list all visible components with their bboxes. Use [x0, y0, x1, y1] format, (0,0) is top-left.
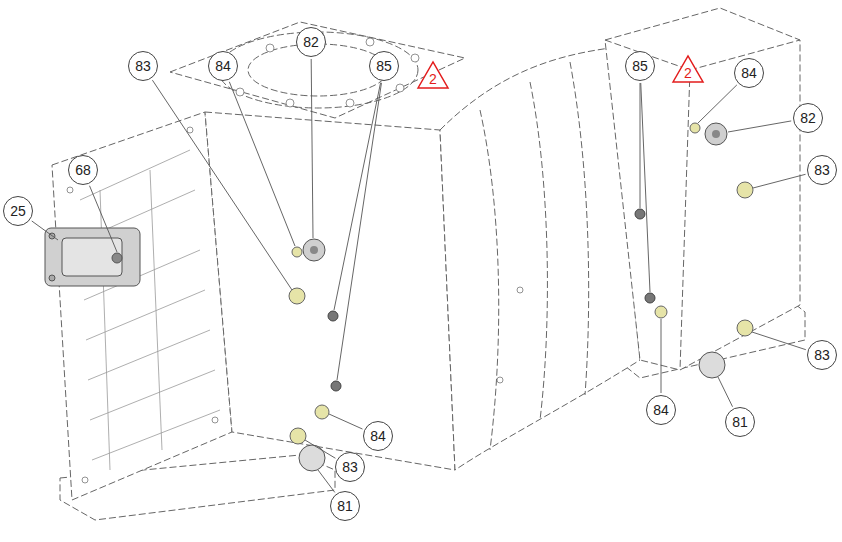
leader-line [329, 414, 362, 429]
leader-line [229, 82, 295, 246]
callout-number: 84 [208, 51, 238, 81]
leader-line [311, 59, 313, 238]
callout-number: 68 [68, 155, 98, 185]
barrel-rib [570, 62, 589, 395]
leader-line [728, 121, 791, 132]
callout-number: 85 [369, 51, 399, 81]
callout-number: 82 [296, 27, 326, 57]
leader-line [305, 440, 335, 458]
leader-line [752, 332, 806, 350]
revision-number: 2 [678, 64, 698, 82]
leader-line [640, 83, 641, 208]
pump [45, 228, 140, 286]
leader-line [337, 83, 381, 380]
barrel-rib [480, 110, 499, 450]
leader-line [318, 470, 335, 492]
callout-number: 81 [330, 491, 360, 521]
callout-number: 85 [625, 51, 655, 81]
callout-number: 83 [335, 452, 365, 482]
leader-line [90, 186, 117, 252]
leader-line [334, 83, 381, 310]
revision-triangle [673, 56, 703, 82]
callout-number: 84 [734, 58, 764, 88]
leader-line [698, 85, 737, 123]
edge [680, 70, 690, 370]
leader-line [32, 221, 58, 240]
callout-number: 83 [807, 340, 837, 370]
callout-number: 84 [363, 421, 393, 451]
barrel-rib [530, 82, 547, 420]
callout-number: 83 [807, 155, 837, 185]
barrel [440, 48, 640, 470]
callout-number: 84 [646, 395, 676, 425]
leader-line [753, 174, 806, 188]
callout-number: 81 [725, 407, 755, 437]
leader-line [718, 377, 733, 407]
callout-number: 25 [3, 196, 33, 226]
revision-number: 2 [423, 70, 443, 88]
flange [170, 22, 465, 118]
callout-number: 82 [793, 103, 823, 133]
callout-number: 83 [128, 51, 158, 81]
end-plate [52, 112, 232, 500]
leader-line [641, 83, 650, 292]
revision-triangle [418, 62, 448, 88]
leader-line [661, 319, 662, 393]
housing [605, 8, 800, 370]
housing [205, 112, 455, 470]
